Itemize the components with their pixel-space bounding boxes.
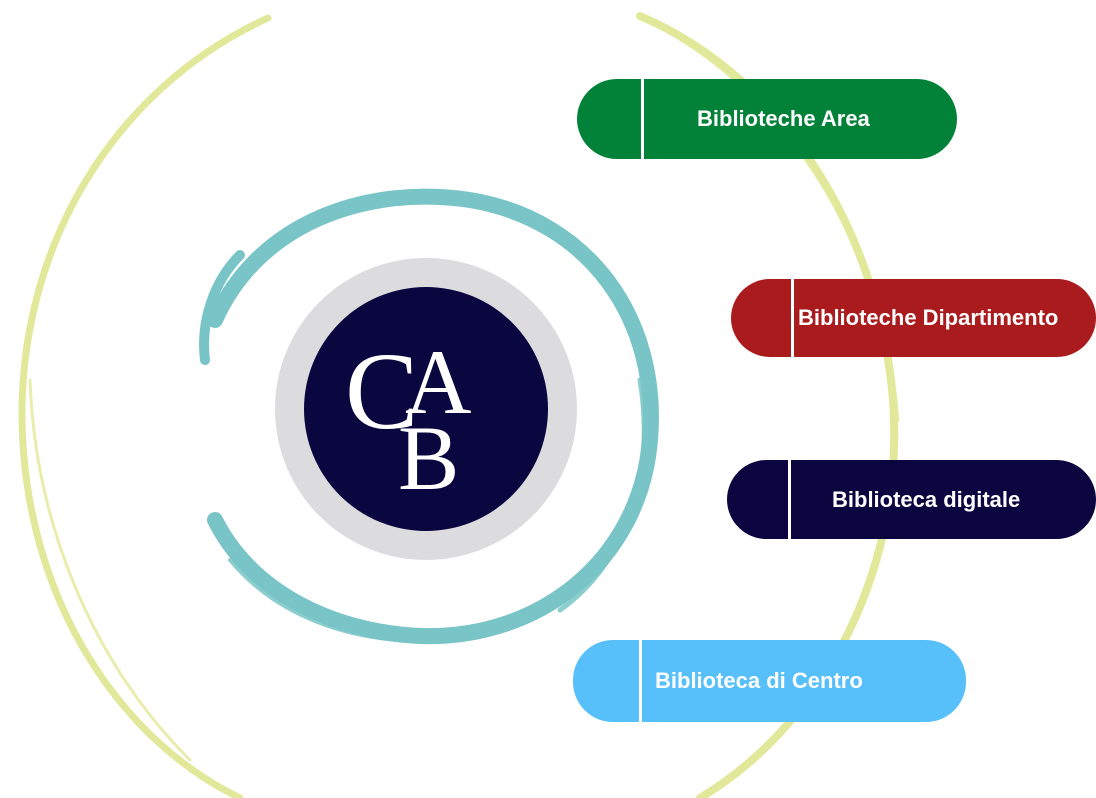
pill-divider bbox=[639, 640, 642, 722]
pill-label: Biblioteca digitale bbox=[832, 486, 1021, 512]
navy-logo-disc bbox=[304, 287, 548, 531]
biblioteca-di-centro-button[interactable]: Biblioteca di Centro bbox=[573, 640, 966, 722]
biblioteche-dipartimento-button[interactable]: Biblioteche Dipartimento bbox=[731, 279, 1096, 357]
pill-divider bbox=[788, 460, 791, 539]
pill-divider bbox=[791, 279, 794, 357]
logo-letter-c: C bbox=[345, 330, 419, 452]
logo-letter-b: B bbox=[398, 407, 460, 509]
teal-brush-ring bbox=[199, 188, 659, 645]
biblioteche-area-button[interactable]: Biblioteche Area bbox=[577, 79, 957, 159]
pill-label: Biblioteche Dipartimento bbox=[798, 305, 1059, 330]
logo-letter-a: A bbox=[405, 331, 472, 433]
biblioteca-digitale-button[interactable]: Biblioteca digitale bbox=[727, 460, 1096, 539]
pill-divider bbox=[641, 79, 644, 159]
pill-label: Biblioteche Area bbox=[697, 106, 870, 131]
pill-label: Biblioteca di Centro bbox=[655, 668, 863, 693]
